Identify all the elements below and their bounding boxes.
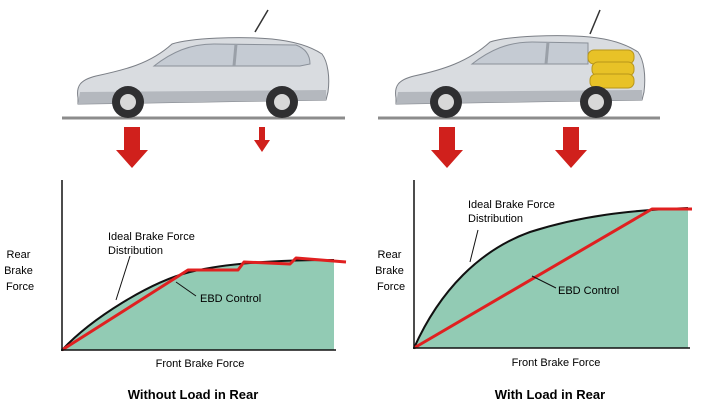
right-ideal-curve	[413, 207, 689, 349]
left-car-antenna	[254, 9, 269, 33]
right-caption: With Load in Rear	[495, 387, 605, 402]
left-car-front-rim	[120, 94, 136, 110]
left-ideal-label: Ideal Brake Force Distribution	[108, 231, 198, 257]
left-curve-area	[62, 260, 334, 350]
left-y-axis-label: Rear Brake Force	[4, 249, 36, 293]
left-rear-force-arrow	[254, 127, 270, 152]
right-car-pillar	[544, 41, 550, 65]
left-ebd-line	[61, 256, 347, 352]
right-front-force-arrow	[431, 127, 463, 168]
right-ebd-label: EBD Control	[558, 285, 619, 297]
left-car-rear-rim	[274, 94, 290, 110]
left-car	[77, 9, 330, 118]
right-car-rear-load	[587, 49, 635, 89]
left-front-force-arrow	[116, 127, 148, 168]
right-ebd-line	[413, 207, 692, 350]
left-ebd-leader	[175, 281, 197, 297]
left-car-window	[152, 43, 311, 67]
left-ebd-label: EBD Control	[200, 293, 261, 305]
left-car-pillar	[232, 43, 238, 67]
right-car-antenna	[589, 9, 601, 35]
load-bag	[589, 73, 635, 89]
right-ideal-leader	[469, 229, 479, 263]
left-ideal-curve	[61, 259, 335, 351]
right-panel: Rear Brake Force Ideal Brake Force Distr…	[375, 9, 692, 402]
right-car	[395, 9, 646, 118]
right-ideal-label: Ideal Brake Force Distribution	[468, 199, 558, 225]
right-car-rear-rim	[588, 94, 604, 110]
right-car-window	[470, 41, 589, 65]
left-panel: Rear Brake Force Ideal Brake Force Distr…	[4, 9, 347, 402]
right-y-axis-label: Rear Brake Force	[375, 249, 407, 293]
left-caption: Without Load in Rear	[128, 387, 259, 402]
right-rear-force-arrow	[555, 127, 587, 168]
right-car-front-rim	[438, 94, 454, 110]
right-ebd-leader	[531, 275, 557, 289]
right-x-axis-label: Front Brake Force	[512, 357, 601, 369]
left-ideal-leader	[115, 255, 131, 301]
right-curve-area	[414, 208, 688, 348]
left-x-axis-label: Front Brake Force	[156, 358, 245, 370]
